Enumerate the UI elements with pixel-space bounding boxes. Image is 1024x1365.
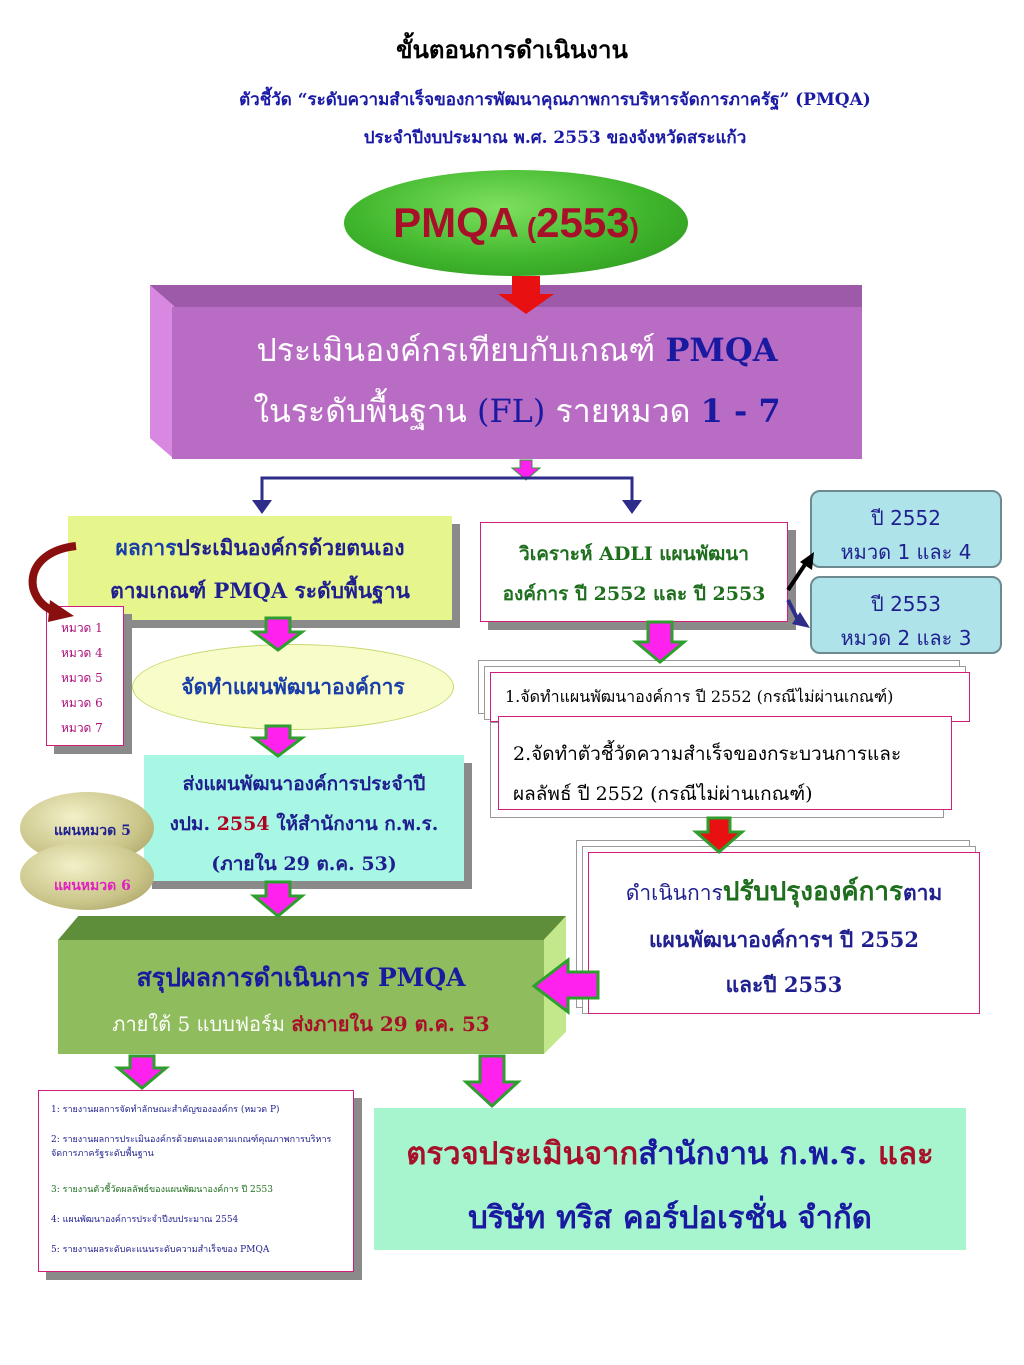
assessment-text: ประเมินองค์กรเทียบกับเกณฑ์ (256, 331, 666, 369)
self-assessment-box: ผลการประเมินองค์กรด้วยตนเอง ตามเกณฑ์ PMQ… (68, 516, 452, 620)
year-box-2553: ปี 2553 หมวด 2 และ 3 (810, 576, 1002, 654)
assessment-fl: (FL) (476, 392, 546, 430)
adli-line1: วิเคราะห์ ADLI แผนพัฒนา (519, 543, 749, 565)
curved-arrow-head (48, 600, 74, 622)
improve-line1: ดำเนินการปรับปรุงองค์การตาม (589, 871, 979, 912)
adli-box: วิเคราะห์ ADLI แผนพัฒนา องค์การ ปี 2552 … (480, 522, 788, 622)
pmqa-oval (344, 170, 688, 276)
year-box-2553-year: ปี 2553 (871, 592, 941, 616)
step1-box: 1.จัดทำแผนพัฒนาองค์การ ปี 2552 (กรณีไม่ผ… (490, 672, 970, 722)
category-item: หมวด 6 (61, 696, 103, 710)
page-subtitle: ตัวชี้วัด “ระดับความสำเร็จของการพัฒนาคุณ… (239, 90, 871, 110)
arrow-improve-to-summary (531, 956, 600, 1016)
disc-plan-6 (20, 842, 154, 910)
year-box-2552: ปี 2552 หมวด 1 และ 4 (810, 490, 1002, 568)
self-assessment-em: ผลการ (115, 535, 177, 560)
improve-suffix: ตาม (902, 880, 943, 905)
connector-head-right (622, 500, 642, 514)
send-plan-line2: งปม. 2554 ให้สำนักงาน ก.พ.ร. (144, 809, 464, 839)
assessment-pmqa: PMQA (665, 331, 778, 369)
audit-prefix: ตรวจประเมินจาก (406, 1136, 639, 1172)
arrow-step2-to-improve (691, 816, 747, 854)
send-plan-budget: งปม. (169, 813, 217, 835)
step2-line1: 2.จัดทำตัวชี้วัดความสำเร็จของกระบวนการแล… (513, 743, 902, 765)
summary-box: สรุปผลการดำเนินการ PMQA ภายใต้ 5 แบบฟอร์… (58, 940, 544, 1054)
category-item: หมวด 4 (61, 646, 103, 660)
year-box-2552-year: ปี 2552 (871, 506, 941, 530)
assessment-box-side (150, 285, 174, 459)
year-box-2553-cats: หมวด 2 และ 3 (840, 626, 972, 650)
connector-branch (260, 476, 634, 500)
send-plan-line3: (ภายใน 29 ต.ค. 53) (211, 853, 397, 875)
arrow-summary-to-audit (462, 1054, 522, 1109)
report-item: 2: รายงานผลการประเมินองค์กรด้วยตนเองตามเ… (51, 1135, 332, 1159)
audit-line2: บริษัท ทริส คอร์ปอเรชั่น จำกัด (468, 1200, 872, 1236)
report-item: 5: รายงานผลระดับคะแนนระดับความสำเร็จของ … (51, 1245, 270, 1255)
connector-head-2553 (792, 612, 810, 628)
pmqa-oval-text: PMQA (393, 199, 520, 246)
pmqa-oval-close: ) (629, 212, 639, 243)
category-item: หมวด 7 (61, 721, 103, 735)
plan-oval-label: จัดทำแผนพัฒนาองค์การ (181, 674, 405, 699)
connector-head-2552 (800, 552, 814, 570)
adli-line2: องค์การ ปี 2552 และ ปี 2553 (502, 583, 766, 605)
audit-line1: ตรวจประเมินจากสำนักงาน ก.พ.ร. และ (374, 1128, 966, 1178)
send-plan-office: ให้สำนักงาน ก.พ.ร. (269, 813, 439, 835)
arrow-down-red (498, 276, 554, 314)
reports-box: 1: รายงานผลการจัดทำลักษณะสำคัญขององค์กร … (38, 1090, 354, 1272)
arrow-self-to-plan (249, 616, 307, 652)
report-item: 3: รายงานตัวชี้วัดผลลัพธ์ของแผนพัฒนาองค์… (51, 1185, 273, 1195)
category-item: หมวด 5 (61, 671, 103, 685)
plan-oval: จัดทำแผนพัฒนาองค์การ (132, 644, 454, 730)
send-plan-year: 2554 (216, 813, 270, 835)
connector-head-left (252, 500, 272, 514)
improve-emphasis: ปรับปรุงองค์การ (722, 877, 903, 907)
audit-and: และ (878, 1136, 934, 1172)
disc-plan-6-label: แผนหมวด 6 (54, 878, 131, 894)
disc-plan-5-label: แผนหมวด 5 (54, 823, 131, 839)
improve-line3: และปี 2553 (725, 972, 843, 997)
summary-deadline: ส่งภายใน 29 ต.ค. 53 (291, 1012, 490, 1036)
pmqa-oval-label: PMQA (2553) (344, 198, 688, 253)
year-box-2552-cats: หมวด 1 และ 4 (840, 540, 972, 564)
improve-line2: แผนพัฒนาองค์การฯ ปี 2552 (648, 927, 920, 952)
report-item: 4: แผนพัฒนาองค์การประจำปีงบประมาณ 2554 (51, 1215, 239, 1225)
improve-box: ดำเนินการปรับปรุงองค์การตาม แผนพัฒนาองค์… (588, 852, 980, 1014)
step1-text: 1.จัดทำแผนพัฒนาองค์การ ปี 2552 (กรณีไม่ผ… (505, 687, 894, 706)
assessment-range: 1 - 7 (700, 392, 781, 430)
pmqa-oval-year: 2553 (536, 199, 630, 246)
summary-line1: สรุปผลการดำเนินการ PMQA (136, 963, 466, 992)
summary-forms: ภายใต้ 5 แบบฟอร์ม (112, 1012, 292, 1036)
send-plan-box: ส่งแผนพัฒนาองค์การประจำปี งปม. 2554 ให้ส… (144, 755, 464, 881)
self-assessment-line1: ผลการประเมินองค์กรด้วยตนเอง (68, 532, 452, 565)
assessment-category: รายหมวด (545, 392, 701, 430)
curved-arrow-red (28, 542, 77, 616)
arrow-down-small-magenta (510, 459, 542, 481)
assessment-line1: ประเมินองค์กรเทียบกับเกณฑ์ PMQA (172, 325, 862, 376)
page-subtitle-year: ประจำปีงบประมาณ พ.ศ. 2553 ของจังหวัดสระแ… (363, 128, 747, 148)
step2-line2: ผลลัพธ์ ปี 2552 (กรณีไม่ผ่านเกณฑ์) (513, 783, 813, 805)
assessment-line2: ในระดับพื้นฐาน (FL) รายหมวด 1 - 7 (172, 386, 862, 437)
category-list: หมวด 1 หมวด 4 หมวด 5 หมวด 6 หมวด 7 (46, 606, 124, 746)
step2-box: 2.จัดทำตัวชี้วัดความสำเร็จของกระบวนการแล… (498, 716, 952, 810)
summary-line2: ภายใต้ 5 แบบฟอร์ม ส่งภายใน 29 ต.ค. 53 (58, 1008, 544, 1040)
page-title: ขั้นตอนการดำเนินงาน (396, 35, 628, 64)
arrow-adli-to-step1 (631, 620, 689, 664)
category-item: หมวด 1 (61, 621, 103, 635)
send-plan-line1: ส่งแผนพัฒนาองค์การประจำปี (182, 773, 426, 795)
arrow-plan-to-send (249, 724, 307, 758)
report-item: 1: รายงานผลการจัดทำลักษณะสำคัญขององค์กร … (51, 1105, 280, 1115)
pmqa-oval-open: ( (519, 212, 537, 243)
arrow-summary-to-reports (113, 1054, 171, 1090)
self-assessment-line2: ตามเกณฑ์ PMQA ระดับพื้นฐาน (110, 578, 410, 603)
assessment-level: ในระดับพื้นฐาน (253, 392, 477, 430)
audit-box: ตรวจประเมินจากสำนักงาน ก.พ.ร. และ บริษัท… (374, 1108, 966, 1250)
improve-prefix: ดำเนินการ (625, 881, 723, 905)
self-assessment-text: ประเมินองค์กรด้วยตนเอง (176, 535, 405, 560)
assessment-box: ประเมินองค์กรเทียบกับเกณฑ์ PMQA ในระดับพ… (172, 307, 862, 459)
summary-box-top (58, 916, 566, 940)
audit-office: สำนักงาน ก.พ.ร. (638, 1136, 879, 1172)
arrow-send-to-summary (249, 880, 307, 918)
